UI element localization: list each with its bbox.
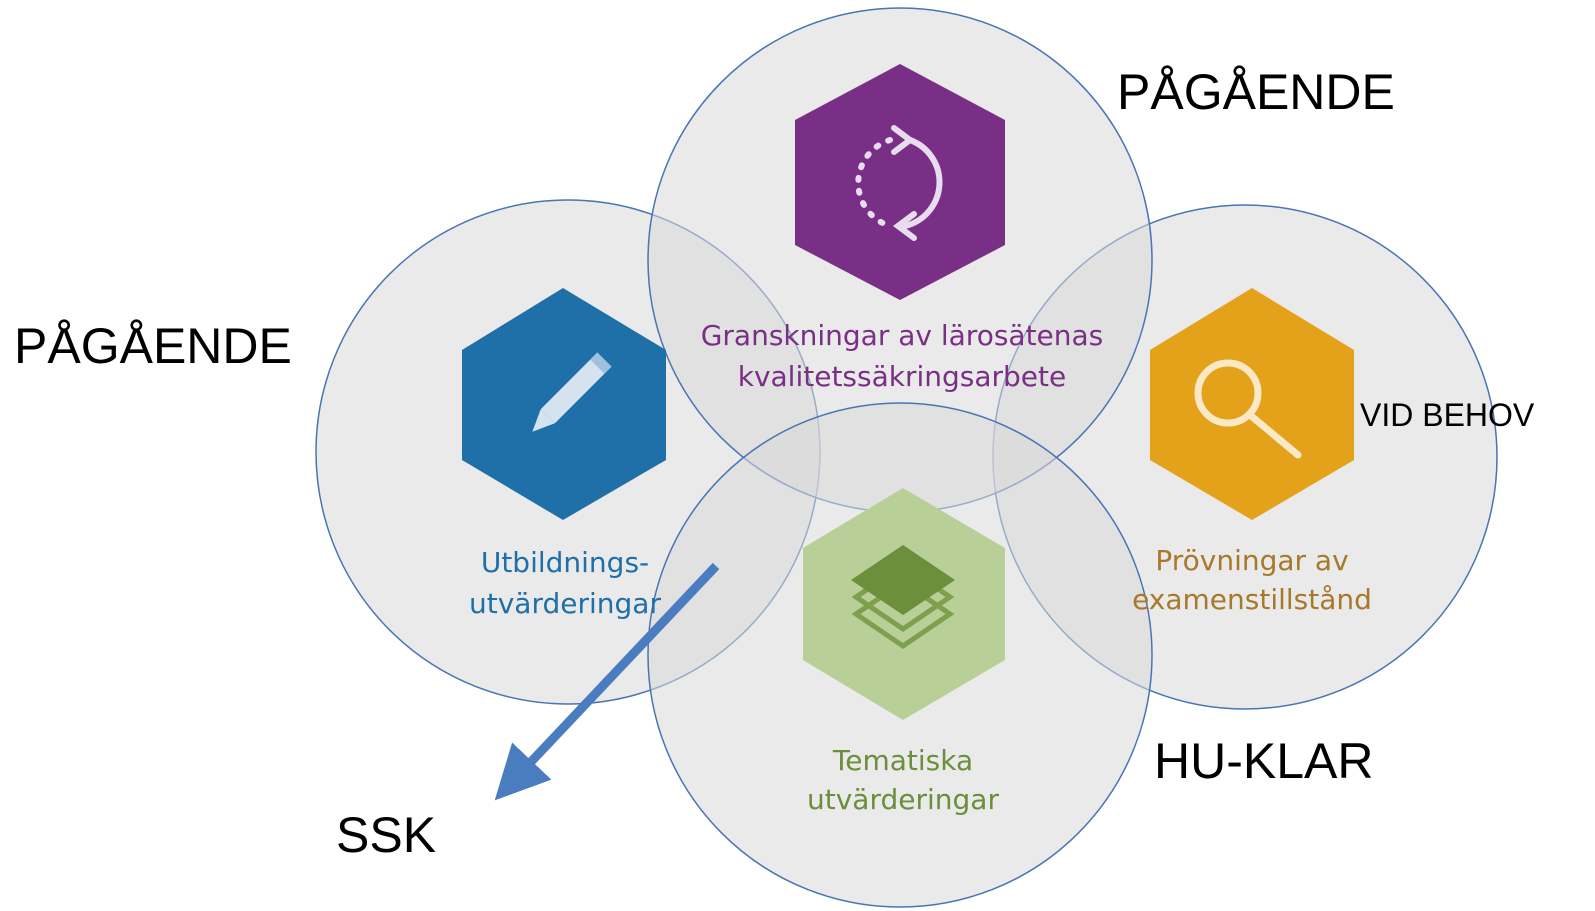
hexagon-provningar: [1150, 288, 1354, 520]
label-tematiska-line1: Tematiska: [832, 744, 973, 777]
status-right: VID BEHOV: [1360, 397, 1535, 433]
status-top-right: PÅGÅENDE: [1117, 64, 1395, 120]
status-bottom-right: HU-KLAR: [1154, 733, 1373, 789]
magnifier-icon: [1194, 359, 1302, 459]
label-provningar-line2: examenstillstånd: [1132, 583, 1372, 616]
label-provningar: Prövningar av examenstillstånd: [1132, 544, 1372, 616]
label-provningar-line1: Prövningar av: [1155, 544, 1348, 577]
arrow-to-ssk: [494, 562, 720, 801]
hexagon-granskningar: [795, 64, 1005, 300]
label-utbildning-line1: Utbildnings-: [481, 546, 649, 579]
label-granskningar-line2: kvalitetssäkringsarbete: [738, 360, 1067, 393]
status-bottom-left: SSK: [336, 807, 436, 863]
cycle-arrows-icon: [855, 125, 943, 241]
label-granskningar-line1: Granskningar av lärosätenas: [701, 319, 1104, 352]
label-tematiska-line2: utvärderingar: [807, 783, 999, 816]
label-utbildning-line2: utvärderingar: [469, 587, 661, 620]
pencil-icon: [532, 352, 612, 432]
label-tematiska: Tematiska utvärderingar: [807, 744, 999, 816]
label-granskningar: Granskningar av lärosätenas kvalitetssäk…: [701, 319, 1104, 393]
status-left: PÅGÅENDE: [14, 318, 292, 374]
label-utbildning: Utbildnings- utvärderingar: [469, 546, 661, 620]
layers-icon: [851, 545, 955, 650]
